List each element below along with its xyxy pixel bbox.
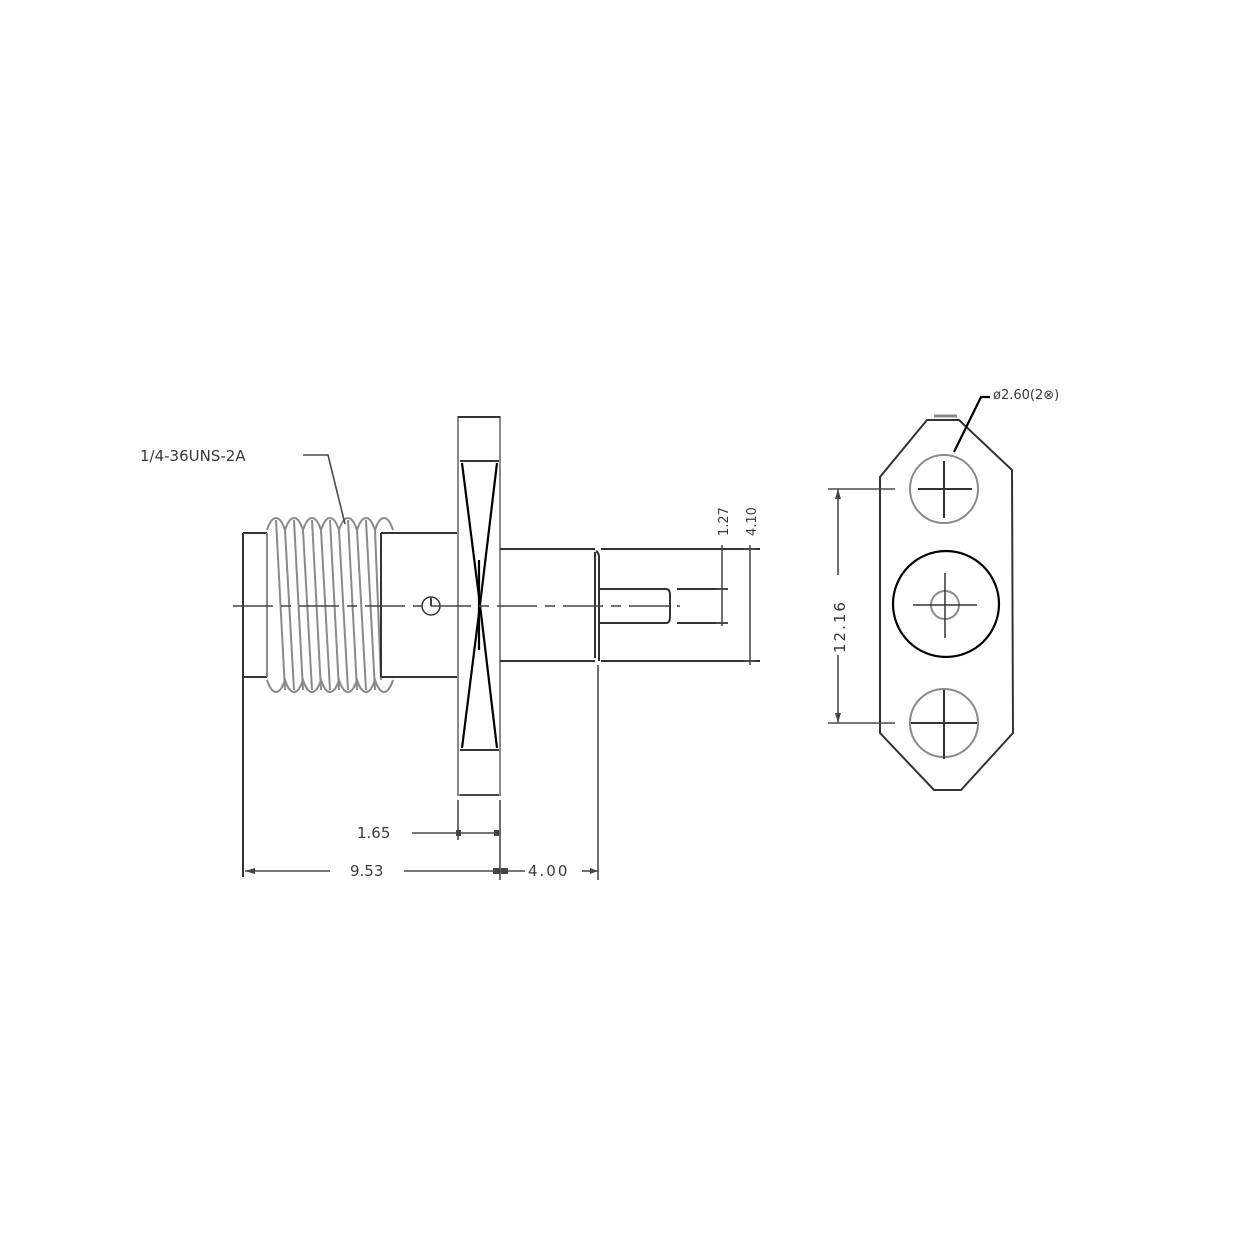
- pin-diameter-label: 1.27: [717, 507, 732, 536]
- thread-callout-label: 1/4-36UNS-2A: [140, 447, 246, 465]
- body-diameter-dimension: 4.10: [744, 507, 760, 665]
- side-view: 1/4-36UNS-2A 1.27 4.10 1.65: [140, 416, 760, 880]
- hole-callout: ø2.60(2⊗): [953, 388, 1059, 453]
- connector-nose: [242, 532, 268, 877]
- body-diameter-label: 4.10: [745, 507, 760, 536]
- front-length-label: 9.53: [350, 862, 383, 880]
- hole-spacing-dimension: 12.16: [828, 488, 895, 724]
- thread-callout: 1/4-36UNS-2A: [140, 447, 346, 525]
- mounting-hole-bottom: [909, 688, 979, 759]
- rear-length-dimension: 4.00: [500, 862, 598, 880]
- front-view: ø2.60(2⊗) 12.16: [828, 388, 1059, 791]
- hole-spacing-label: 12.16: [831, 600, 849, 653]
- mounting-hole-top: [909, 454, 979, 524]
- hole-callout-label: ø2.60(2⊗): [993, 388, 1059, 403]
- threaded-section: [266, 516, 394, 694]
- connector-body: [381, 532, 458, 678]
- rear-length-label: 4.00: [528, 862, 569, 880]
- flange-thickness-dimension: 1.65: [357, 824, 500, 842]
- flange-outline: [879, 419, 1015, 791]
- pin-diameter-dimension: 1.27: [716, 507, 732, 626]
- flange-thickness-label: 1.65: [357, 824, 390, 842]
- center-contact: [891, 549, 1001, 659]
- rear-body: [500, 548, 760, 662]
- front-length-dimension: 9.53: [245, 862, 500, 880]
